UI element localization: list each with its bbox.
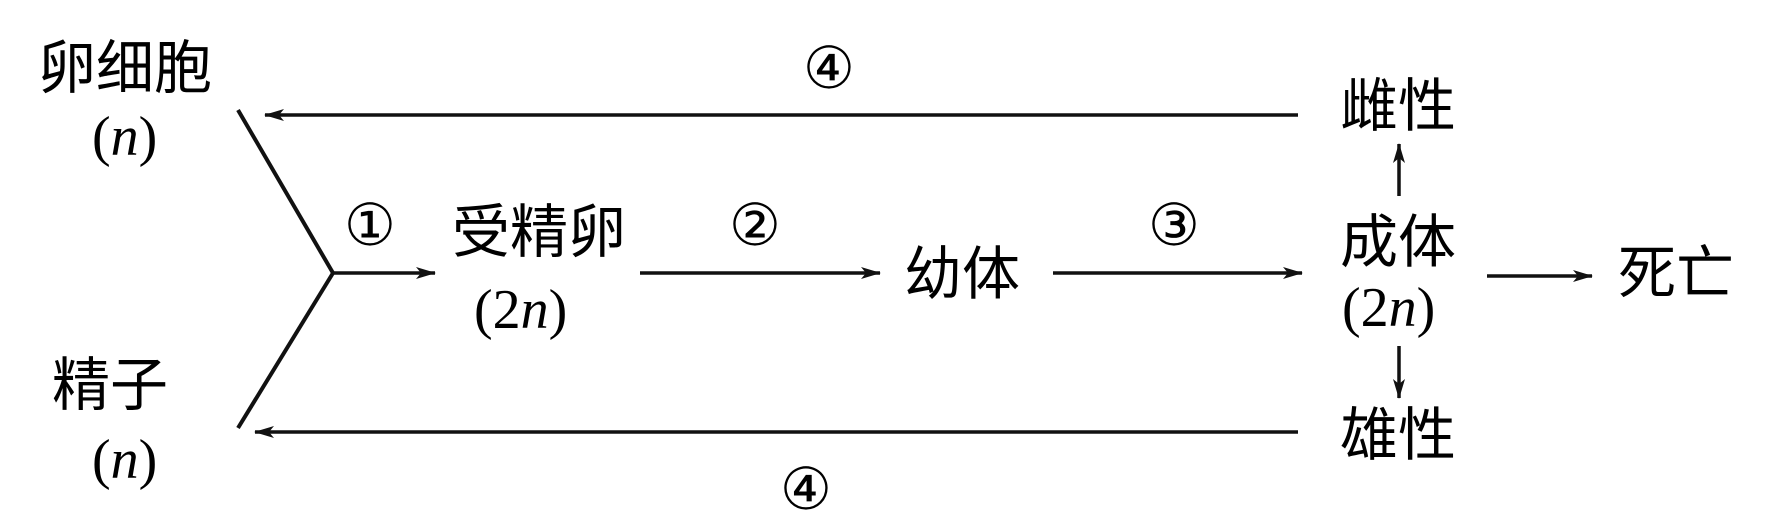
death-label: 死亡 [1618, 239, 1734, 307]
step-4-marker-bottom: ④ [780, 455, 832, 523]
sperm-to-fertilization-line [236, 271, 335, 430]
sperm-label: 精子 [52, 351, 168, 419]
step-3-marker: ③ [1148, 191, 1200, 259]
zygote-label: 受精卵 [452, 198, 626, 266]
juvenile-label: 幼体 [904, 240, 1020, 308]
zygote-ploidy: (2n) [474, 279, 567, 341]
adult-label: 成体 [1340, 208, 1456, 276]
male-label: 雄性 [1340, 401, 1456, 469]
female-label: 雌性 [1340, 72, 1456, 140]
egg-to-fertilization-line [236, 108, 335, 275]
egg-cell-ploidy: (n) [92, 106, 157, 168]
egg-cell-label: 卵细胞 [38, 34, 212, 102]
sperm-ploidy: (n) [92, 429, 157, 491]
step-4-marker-top: ④ [803, 34, 855, 102]
step-1-marker: ① [344, 191, 396, 259]
adult-ploidy: (2n) [1342, 277, 1435, 339]
step-2-marker: ② [729, 191, 781, 259]
